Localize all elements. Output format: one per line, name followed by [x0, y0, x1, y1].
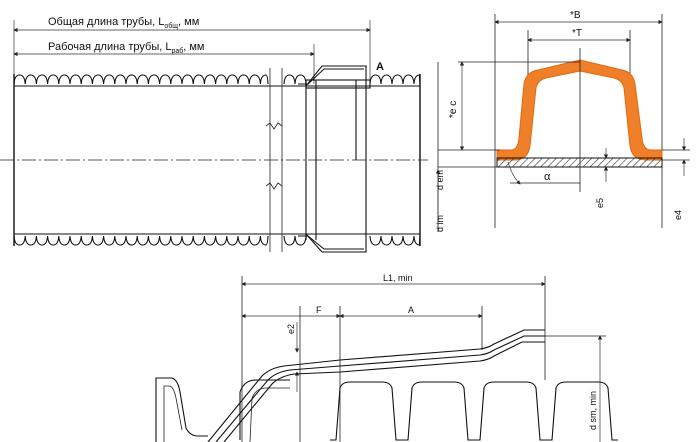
liner-thickness-label: e5 — [595, 198, 605, 208]
socket-wall-label: e2 — [286, 324, 296, 334]
pipe-side-view: Общая длина трубы, Lобщ, мм Рабочая длин… — [0, 16, 428, 253]
break-marks — [265, 68, 283, 252]
profile-height-label: *e c — [448, 101, 459, 118]
working-length-label: Рабочая длина трубы, Lраб, мм — [48, 41, 205, 55]
crest-width-label: *T — [572, 28, 582, 39]
pipe-liner — [496, 157, 663, 168]
total-length-label: Общая длина трубы, Lобщ, мм — [48, 16, 199, 30]
profile-width-label: *B — [570, 10, 581, 21]
detail-marker-label: A — [376, 61, 384, 73]
inner-diameter-label: d im — [435, 215, 445, 232]
socket-pipe-inner — [163, 385, 290, 442]
wall-thickness-label: e4 — [673, 210, 683, 220]
working-length-dimension: Рабочая длина трубы, Lраб, мм — [13, 41, 315, 84]
socket-section-label: A — [408, 305, 414, 315]
pipe-bottom-corrugation — [13, 235, 421, 246]
outer-diameter-label: d em — [435, 170, 445, 190]
socket-coupling — [298, 65, 371, 253]
pipe-top-corrugation — [13, 74, 421, 85]
socket-offset-label: F — [316, 305, 322, 315]
angle-label: α — [544, 171, 551, 183]
socket-section-view: L1, min F A e2 d sm, min — [155, 273, 618, 442]
socket-length-label: L1, min — [383, 273, 413, 283]
socket-diameter-label: d sm, min — [588, 391, 598, 430]
profile-detail-view: *B *T *e c d em d im α e5 — [435, 10, 690, 232]
total-length-dimension: Общая длина трубы, Lобщ, мм — [13, 16, 371, 84]
socket-pipe-corrugation — [155, 377, 618, 442]
corrugation-profile — [496, 59, 663, 161]
